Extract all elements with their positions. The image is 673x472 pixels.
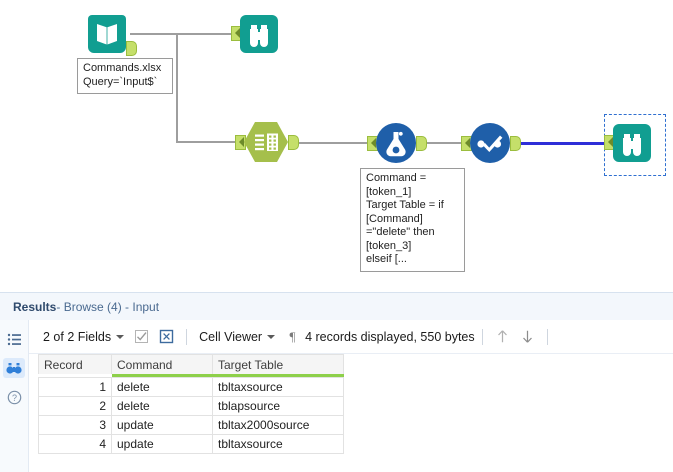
results-header: Results - Browse (4) - Input [0, 292, 673, 321]
help-icon[interactable]: ? [3, 387, 25, 407]
cell-target-table[interactable]: tbltaxsource [212, 377, 344, 397]
toolbar-separator [186, 328, 188, 345]
cell-command[interactable]: delete [111, 377, 213, 397]
select-all-fields-button[interactable] [129, 326, 154, 348]
book-icon [97, 24, 117, 45]
cell-record[interactable]: 3 [38, 415, 112, 435]
checkmark-dots-icon [477, 135, 503, 152]
text-to-columns-tool[interactable] [235, 122, 299, 162]
cell-target-table[interactable]: tblapsource [212, 396, 344, 416]
results-content: 2 of 2 Fields Cell V [29, 320, 673, 472]
column-header-record[interactable]: Record [38, 354, 112, 374]
show-whitespace-button[interactable]: ¶ [280, 326, 305, 348]
cell-record[interactable]: 1 [38, 377, 112, 397]
clear-all-fields-button[interactable] [154, 326, 179, 348]
connection-input-to-browse[interactable] [130, 33, 240, 35]
scroll-up-button[interactable] [490, 326, 515, 348]
input-annotation[interactable]: Commands.xlsx Query=`Input$` [77, 58, 173, 94]
fields-selector[interactable]: 2 of 2 Fields [38, 326, 129, 348]
svg-text:?: ? [11, 393, 16, 403]
output-anchor[interactable] [510, 136, 521, 151]
cell-target-table[interactable]: tbltax2000source [212, 415, 344, 435]
cell-command[interactable]: update [111, 434, 213, 454]
table-row[interactable]: 4 update tbltaxsource [38, 434, 344, 454]
cell-viewer-label: Cell Viewer [199, 329, 263, 344]
browse-tool-selected[interactable] [604, 124, 651, 162]
toolbar-separator-3 [546, 328, 548, 345]
results-title: Results [13, 299, 57, 314]
table-body: 1 delete tbltaxsource 2 delete tblapsour… [38, 377, 344, 454]
messages-list-icon [7, 333, 21, 345]
svg-text:¶: ¶ [290, 329, 296, 344]
results-icon-rail: ? [0, 320, 29, 472]
select-icon-background [470, 123, 510, 163]
results-subtitle: - Browse (4) - Input [56, 299, 160, 314]
checkbox-checked-icon [135, 330, 149, 343]
table-grid-icon [255, 133, 278, 151]
type-indicator-command [111, 374, 213, 378]
workflow-canvas[interactable]: Commands.xlsx Query=`Input$` Command = [… [0, 0, 673, 292]
arrow-up-icon [497, 330, 507, 343]
results-toolbar: 2 of 2 Fields Cell V [29, 320, 673, 354]
browse-icon-background [613, 124, 651, 162]
pilcrow-icon: ¶ [290, 329, 296, 344]
chevron-down-icon [116, 334, 125, 339]
text-to-columns-icon-background [244, 122, 288, 162]
cell-command[interactable]: update [111, 415, 213, 435]
cell-viewer-selector[interactable]: Cell Viewer [194, 326, 280, 348]
cell-record[interactable]: 4 [38, 434, 112, 454]
connection-text-to-columns-to-formula[interactable] [296, 142, 376, 144]
binoculars-icon [623, 134, 641, 156]
input-data-tool[interactable] [88, 15, 137, 56]
connection-branch-to-text-to-columns[interactable] [176, 141, 244, 143]
scroll-down-button[interactable] [515, 326, 540, 348]
connection-formula-to-select[interactable] [424, 142, 470, 144]
cell-record[interactable]: 2 [38, 396, 112, 416]
formula-tool[interactable] [367, 123, 427, 163]
chevron-down-icon [267, 334, 276, 339]
column-header-target-table[interactable]: Target Table [212, 354, 344, 374]
output-anchor[interactable] [416, 136, 427, 151]
arrow-down-icon [522, 330, 532, 343]
column-type-indicator-row [39, 374, 344, 378]
column-header-command[interactable]: Command [111, 354, 213, 374]
cell-command[interactable]: delete [111, 396, 213, 416]
connection-select-to-browse-selected[interactable] [517, 142, 613, 145]
connection-branch-vertical[interactable] [176, 33, 178, 143]
messages-icon[interactable] [3, 329, 25, 349]
binoculars-icon [6, 362, 22, 374]
results-body: ? 2 of 2 Fields [0, 320, 673, 472]
binoculars-icon [250, 25, 268, 47]
output-anchor[interactable] [288, 135, 299, 150]
type-indicator-target-table [212, 374, 344, 378]
fields-label: 2 of 2 Fields [43, 329, 112, 344]
table-row[interactable]: 3 update tbltax2000source [38, 415, 344, 435]
browse-icon-background [240, 15, 278, 53]
record-count-label: 4 records displayed, 550 bytes [305, 329, 475, 344]
table-header-row: Record Command Target Table [38, 354, 344, 374]
table-row[interactable]: 2 delete tblapsource [38, 396, 344, 416]
results-grid[interactable]: Record Command Target Table 1 [38, 354, 344, 454]
question-mark-icon: ? [7, 390, 21, 404]
toolbar-separator-2 [481, 328, 483, 345]
input-data-icon-background [88, 15, 126, 53]
flask-icon [386, 131, 406, 157]
cell-target-table[interactable]: tbltaxsource [212, 434, 344, 454]
select-tool[interactable] [461, 123, 521, 163]
checkbox-clear-icon [159, 329, 174, 344]
results-table: Record Command Target Table 1 [38, 354, 344, 454]
table-row[interactable]: 1 delete tbltaxsource [38, 377, 344, 397]
browse-results-icon[interactable] [3, 358, 25, 378]
output-anchor[interactable] [126, 41, 137, 56]
browse-tool-top[interactable] [231, 15, 278, 53]
formula-icon-background [376, 123, 416, 163]
results-panel: Results - Browse (4) - Input [0, 292, 673, 472]
formula-annotation[interactable]: Command = [token_1] Target Table = if [C… [360, 168, 465, 272]
